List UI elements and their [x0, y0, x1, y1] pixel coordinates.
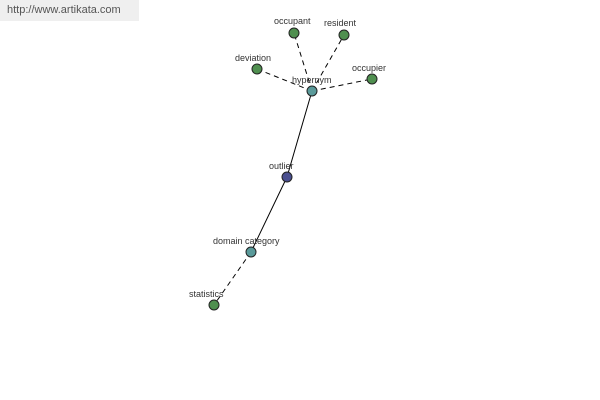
node-hypernym-dot[interactable] — [306, 85, 318, 97]
node-hypernym-label: hypernym — [292, 75, 332, 85]
node-statistics[interactable]: statistics — [189, 289, 224, 311]
url-banner[interactable]: http://www.artikata.com — [0, 0, 139, 21]
node-hypernym[interactable]: hypernym — [292, 75, 332, 97]
node-domain-category[interactable]: domain category — [213, 236, 280, 258]
edge-domain-category-statistics — [213, 251, 252, 306]
node-resident[interactable]: resident — [324, 18, 357, 41]
node-domain-category-label: domain category — [213, 236, 280, 246]
edge-outlier-hypernym — [286, 90, 313, 178]
node-statistics-label: statistics — [189, 289, 224, 299]
node-domain-category-dot[interactable] — [245, 246, 257, 258]
node-outlier-dot[interactable] — [281, 171, 293, 183]
edge-hypernym-occupant — [293, 32, 313, 92]
node-outlier-label: outlier — [269, 161, 294, 171]
node-statistics-dot[interactable] — [208, 299, 220, 311]
edge-hypernym-deviation — [256, 68, 313, 92]
node-deviation[interactable]: deviation — [235, 53, 271, 75]
node-occupier-dot[interactable] — [366, 73, 378, 85]
node-deviation-dot[interactable] — [251, 63, 263, 75]
node-occupant-label: occupant — [274, 16, 311, 26]
edges-layer — [213, 32, 373, 306]
node-occupant-dot[interactable] — [288, 27, 300, 39]
node-occupier-label: occupier — [352, 63, 386, 73]
node-resident-label: resident — [324, 18, 357, 28]
node-deviation-label: deviation — [235, 53, 271, 63]
edge-hypernym-occupier — [311, 78, 373, 92]
nodes-layer: occupant resident deviation occupier hyp… — [189, 16, 386, 311]
node-resident-dot[interactable] — [338, 29, 350, 41]
node-occupant[interactable]: occupant — [274, 16, 311, 39]
edge-hypernym-resident — [311, 34, 345, 92]
edge-outlier-domain-category — [250, 176, 288, 253]
node-outlier[interactable]: outlier — [269, 161, 294, 183]
node-occupier[interactable]: occupier — [352, 63, 386, 85]
